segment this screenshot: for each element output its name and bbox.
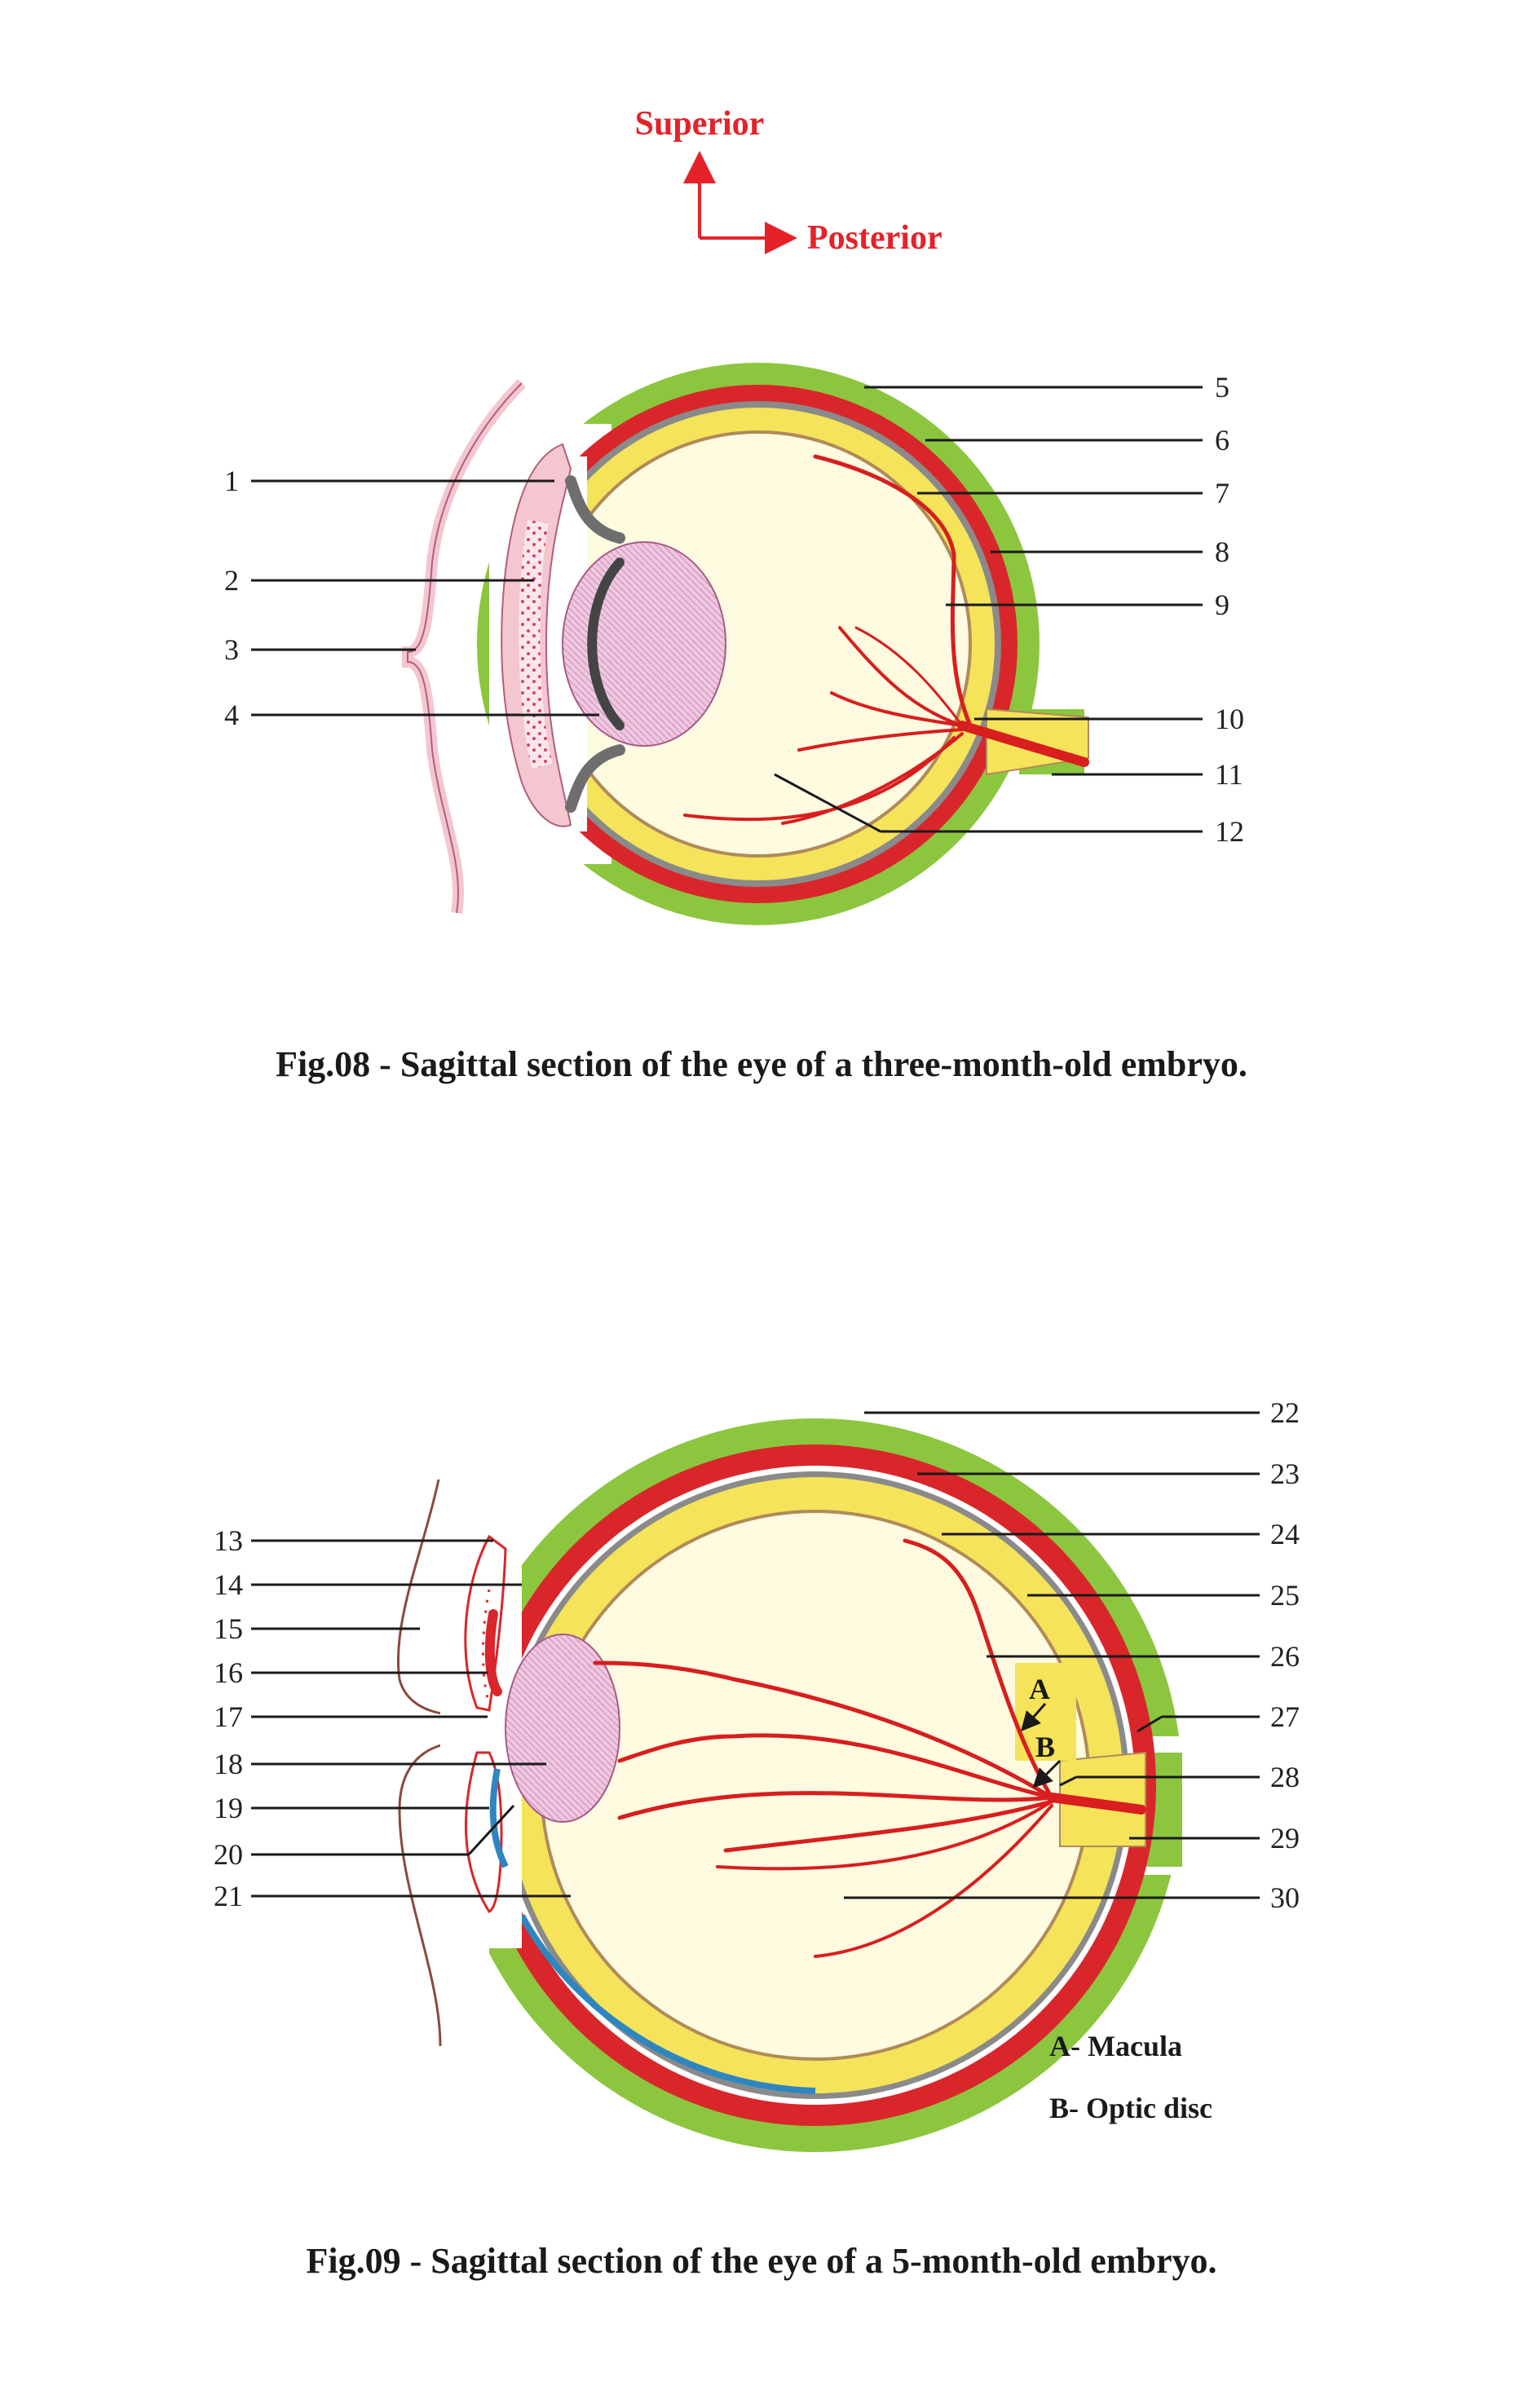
label-24: 24 — [1270, 1518, 1300, 1550]
label-7: 7 — [1215, 477, 1229, 509]
label-10: 10 — [1215, 703, 1244, 735]
leaders-right-fig09 — [844, 1411, 1260, 1899]
label-21: 21 — [214, 1880, 243, 1912]
label-25: 25 — [1270, 1579, 1300, 1612]
label-15: 15 — [214, 1612, 243, 1645]
legend-optic-disc: B- Optic disc — [1049, 2092, 1212, 2124]
label-30: 30 — [1270, 1881, 1300, 1914]
label-8: 8 — [1215, 536, 1229, 568]
vitreous-body — [548, 434, 969, 854]
lens-fig09 — [505, 1634, 620, 1823]
label-4: 4 — [224, 699, 239, 731]
cornea-layer — [519, 1914, 816, 2094]
leaders-left-fig08 — [251, 479, 599, 717]
label-26: 26 — [1270, 1640, 1300, 1673]
label-23: 23 — [1270, 1458, 1300, 1490]
marker-b: B — [1035, 1731, 1055, 1763]
vitreous-fig09 — [543, 1513, 1088, 2057]
label-27: 27 — [1270, 1700, 1300, 1733]
lower-skin — [398, 1741, 482, 2047]
label-19: 19 — [214, 1792, 243, 1824]
posterior-label: Posterior — [807, 219, 942, 257]
label-5: 5 — [1215, 371, 1229, 404]
superior-label: Superior — [635, 105, 765, 143]
label-9: 9 — [1215, 589, 1229, 621]
label-22: 22 — [1270, 1396, 1300, 1429]
figure-08-caption: Fig.08 - Sagittal section of the eye of … — [276, 1044, 1247, 1084]
lens-epithelium — [587, 558, 625, 730]
hyaloid-vessels — [683, 454, 1089, 825]
label-20: 20 — [214, 1838, 243, 1871]
figure-08: 1 2 3 4 5 6 7 8 9 10 11 12 Fig.08 - Sagi… — [224, 363, 1247, 1084]
retinal-vessels — [593, 1538, 1146, 1958]
label-28: 28 — [1270, 1761, 1300, 1793]
label-16: 16 — [214, 1656, 243, 1689]
iris-fig09 — [484, 1609, 502, 1696]
legend-macula: A- Macula — [1049, 2030, 1182, 2062]
label-18: 18 — [214, 1748, 243, 1780]
label-2: 2 — [224, 564, 239, 597]
label-1: 1 — [224, 465, 239, 497]
label-13: 13 — [214, 1524, 243, 1557]
label-3: 3 — [224, 633, 239, 666]
label-6: 6 — [1215, 424, 1229, 456]
label-29: 29 — [1270, 1822, 1300, 1855]
leaders-left-fig09 — [251, 1539, 571, 1898]
leaders-right-fig08 — [774, 386, 1203, 833]
figure-09-caption: Fig.09 - Sagittal section of the eye of … — [307, 2241, 1217, 2281]
label-11: 11 — [1215, 758, 1243, 791]
label-12: 12 — [1215, 815, 1244, 848]
marker-a: A — [1029, 1673, 1050, 1705]
label-14: 14 — [214, 1568, 243, 1601]
label-17: 17 — [214, 1700, 243, 1733]
iris — [565, 475, 625, 544]
figure-09: A B — [214, 1396, 1300, 2281]
orientation-indicator: Superior Posterior — [635, 105, 942, 257]
